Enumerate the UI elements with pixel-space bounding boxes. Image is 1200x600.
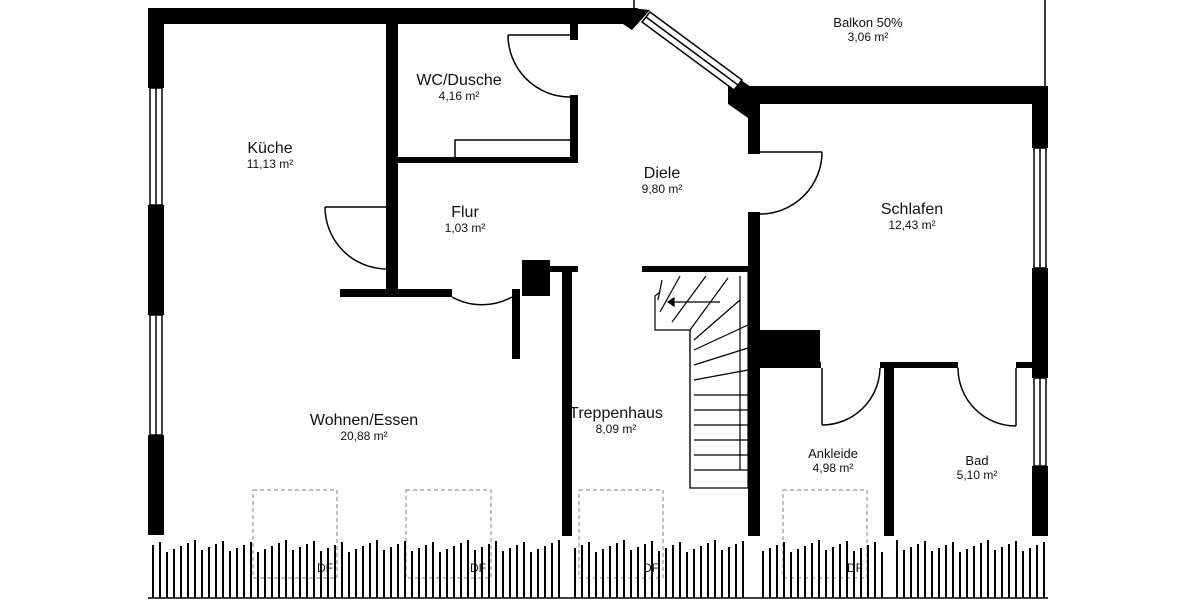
room-label-treppenhaus: Treppenhaus 8,09 m²	[569, 405, 663, 437]
room-area: 1,03 m²	[444, 221, 486, 236]
room-area: 20,88 m²	[340, 429, 388, 444]
room-area: 4,98 m²	[812, 460, 854, 475]
skylight-wohnen-2	[405, 489, 492, 579]
room-label-diele: Diele 9,80 m²	[642, 165, 683, 197]
windows	[149, 10, 1047, 467]
room-label-flur: Flur 1,03 m²	[445, 204, 486, 236]
room-area: 9,80 m²	[641, 182, 683, 197]
room-name: Ankleide	[808, 446, 858, 461]
room-area: 4,16 m²	[438, 89, 480, 104]
skylight-treppenhaus	[578, 489, 664, 579]
skylight-label: DF	[643, 561, 659, 575]
room-name: Treppenhaus	[569, 405, 663, 422]
room-name: Flur	[451, 204, 479, 221]
skylights	[252, 489, 868, 579]
door-swings	[324, 34, 1017, 427]
staircase	[654, 272, 749, 489]
room-label-wc: WC/Dusche 4,16 m²	[416, 72, 501, 104]
room-name: WC/Dusche	[416, 72, 502, 89]
skylight-label: DF	[847, 561, 863, 575]
room-area: 12,43 m²	[888, 218, 936, 233]
room-label-schlafen: Schlafen 12,43 m²	[881, 201, 943, 233]
room-name: Küche	[247, 140, 293, 157]
room-name: Bad	[965, 453, 989, 468]
room-name: Balkon 50%	[833, 15, 903, 30]
room-label-bad: Bad 5,10 m²	[956, 453, 998, 483]
skylight-label: DF	[317, 561, 333, 575]
room-name: Schlafen	[880, 201, 944, 218]
skylight-wohnen-1	[252, 489, 338, 579]
skylight-label: DF	[470, 561, 486, 575]
room-label-balkon: Balkon 50% 3,06 m²	[833, 15, 903, 45]
exterior-walls	[148, 8, 1048, 536]
roof-slope-hatching	[152, 540, 1045, 598]
room-label-ankleide: Ankleide 4,98 m²	[808, 446, 858, 476]
room-name: Diele	[643, 165, 681, 182]
room-area: 8,09 m²	[595, 422, 637, 437]
room-name: Wohnen/Essen	[309, 412, 419, 429]
room-area: 5,10 m²	[956, 467, 998, 482]
room-label-wohnen: Wohnen/Essen 20,88 m²	[310, 412, 418, 444]
room-area: 3,06 m²	[847, 29, 889, 44]
room-area: 11,13 m²	[246, 157, 294, 172]
room-label-kueche: Küche 11,13 m²	[247, 140, 293, 172]
shower-tray	[454, 139, 570, 157]
interior-walls	[340, 22, 1036, 536]
